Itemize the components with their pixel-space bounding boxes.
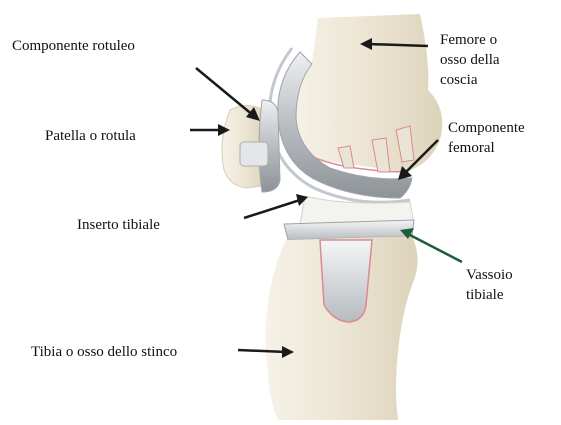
tibia-bone <box>265 236 417 420</box>
arrow-componente-rotuleo <box>196 68 260 121</box>
label-patella: Patella o rotula <box>45 126 136 146</box>
label-componente-rotuleo: Componente rotuleo <box>12 36 135 56</box>
label-vassoio-tibiale: Vassoio tibiale <box>466 265 513 305</box>
label-vassoio-tibiale-line-1: Vassoio <box>466 265 513 285</box>
femur-bone <box>290 14 442 172</box>
arrow-inserto-tibiale <box>244 194 308 218</box>
label-componente-femoral: Componente femoral <box>448 118 525 158</box>
label-femore-line-2: osso della <box>440 50 500 70</box>
label-componente-femoral-line-2: femoral <box>448 138 525 158</box>
label-femore-line-1: Femore o <box>440 30 500 50</box>
label-componente-femoral-line-1: Componente <box>448 118 525 138</box>
label-femore-line-3: coscia <box>440 70 500 90</box>
label-inserto-tibiale: Inserto tibiale <box>77 215 160 235</box>
label-tibia: Tibia o osso dello stinco <box>31 342 177 362</box>
label-femore: Femore o osso della coscia <box>440 30 500 90</box>
label-vassoio-tibiale-line-2: tibiale <box>466 285 513 305</box>
